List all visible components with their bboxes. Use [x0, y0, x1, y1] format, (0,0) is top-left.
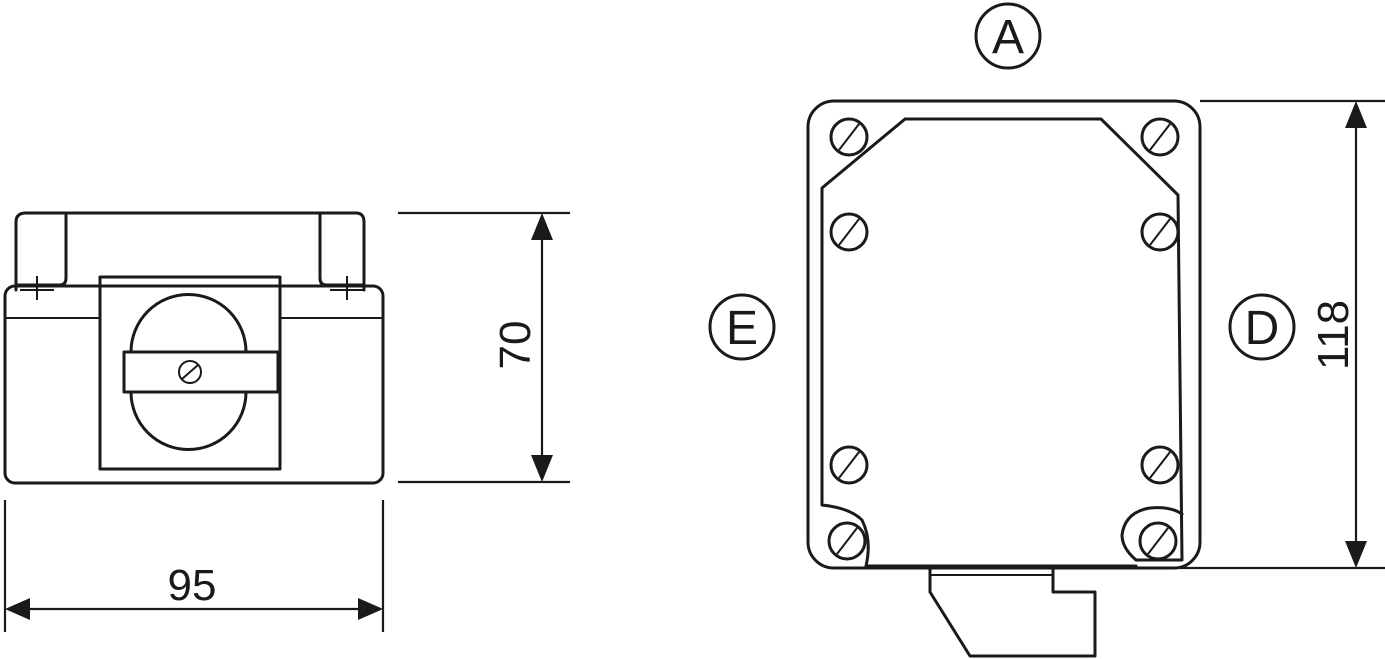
screw-lower-left	[829, 445, 869, 485]
housing-lid	[820, 117, 1184, 568]
screw-bottom-left	[827, 521, 867, 561]
side-label-a: A	[974, 2, 1042, 70]
switch-lever	[122, 350, 280, 394]
bracket-screw-left	[20, 276, 54, 300]
svg-text:A: A	[992, 11, 1024, 64]
screw-lower-right	[1140, 445, 1180, 485]
svg-text:E: E	[726, 302, 758, 355]
lever-screw	[178, 360, 202, 384]
housing-outer	[806, 99, 1202, 570]
front-bracket	[14, 211, 366, 292]
screw-upper-left	[829, 212, 869, 252]
svg-text:D: D	[1245, 302, 1280, 355]
screw-top-left	[829, 117, 869, 157]
bracket-screw-right	[330, 276, 364, 300]
dimension-width-label: 95	[168, 561, 217, 610]
cable-gland	[928, 566, 1097, 658]
dimension-height-top-label: 118	[1309, 300, 1358, 370]
front-bracket-right-leg	[318, 211, 366, 287]
rotary-knob	[129, 293, 248, 451]
dimension-height-top: 118	[1180, 99, 1385, 570]
switch-plate	[98, 275, 282, 471]
side-label-e: E	[708, 293, 776, 361]
dimension-width: 95	[3, 500, 385, 632]
front-view: 95 70	[3, 211, 570, 632]
dimension-height-front: 70	[398, 211, 570, 484]
dimension-height-front-label: 70	[491, 321, 540, 370]
screw-top-right	[1140, 117, 1180, 157]
screw-bottom-right	[1138, 521, 1178, 561]
front-body	[3, 284, 385, 485]
side-label-d: D	[1228, 293, 1296, 361]
top-view: A E D 118	[708, 2, 1385, 658]
screw-upper-right	[1140, 212, 1180, 252]
front-bracket-left-leg	[14, 211, 68, 287]
